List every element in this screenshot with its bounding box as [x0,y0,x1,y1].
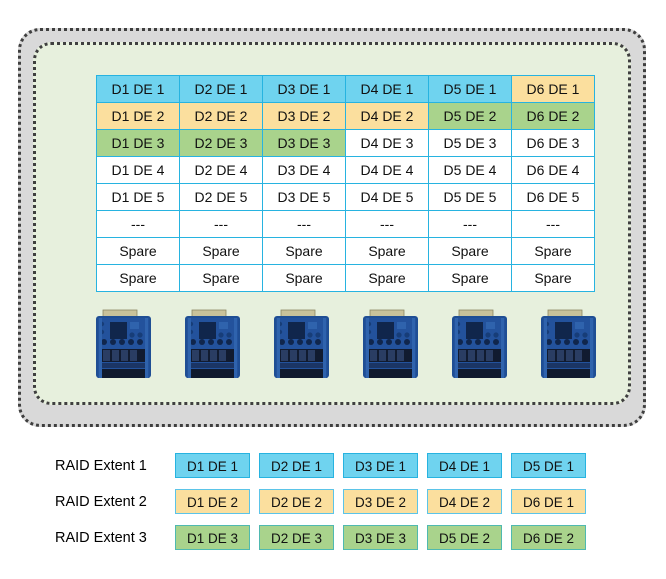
disk-extent-cell: D4 DE 3 [345,129,429,157]
disk-extent-cell: D4 DE 1 [345,75,429,103]
disk-extent-cell: D3 DE 1 [262,75,346,103]
disk-drive-icon [274,308,329,382]
raid-extent-cell: D6 DE 2 [511,525,586,550]
disk-grid-row: ------------------ [96,210,595,238]
raid-extent-cell: D3 DE 1 [343,453,418,478]
disk-extent-cell: Spare [345,237,429,265]
raid-extent-row: RAID Extent 1 D1 DE 1 D2 DE 1 D3 DE 1 D4 DE … [55,452,615,479]
disk-extent-cell: D5 DE 5 [428,183,512,211]
disk-extent-cell: --- [428,210,512,238]
raid-extent-cells: D1 DE 3 D2 DE 3 D3 DE 3 D5 DE 2 D6 DE 2 [175,525,586,550]
disk-extent-cell: D2 DE 5 [179,183,263,211]
raid-extent-label: RAID Extent 1 [55,457,147,474]
disk-extent-cell: Spare [511,264,595,292]
disk-extent-cell: D2 DE 4 [179,156,263,184]
raid-extent-label: RAID Extent 2 [55,493,147,510]
disk-extent-cell: Spare [428,237,512,265]
disk-extent-cell: D2 DE 3 [179,129,263,157]
disk-extent-cell: D5 DE 2 [428,102,512,130]
disk-extent-cell: D6 DE 1 [511,75,595,103]
disk-extent-cell: D1 DE 2 [96,102,180,130]
raid-extent-cell: D5 DE 1 [511,453,586,478]
raid-extent-cell: D4 DE 1 [427,453,502,478]
raid-extent-cells: D1 DE 1 D2 DE 1 D3 DE 1 D4 DE 1 D5 DE 1 [175,453,586,478]
raid-extent-cell: D3 DE 3 [343,525,418,550]
disk-extent-cell: D2 DE 1 [179,75,263,103]
disk-extent-cell: D4 DE 2 [345,102,429,130]
disk-extent-cell: --- [511,210,595,238]
raid-extent-cell: D5 DE 2 [427,525,502,550]
raid-extent-cell: D1 DE 1 [175,453,250,478]
disk-extent-cell: D5 DE 1 [428,75,512,103]
disk-extent-cell: D1 DE 3 [96,129,180,157]
disk-extent-cell: D2 DE 2 [179,102,263,130]
disk-extent-cell: Spare [96,264,180,292]
disk-extent-cell: Spare [428,264,512,292]
raid-extent-cell: D6 DE 1 [511,489,586,514]
disk-extent-cell: D6 DE 4 [511,156,595,184]
raid-extent-cell: D3 DE 2 [343,489,418,514]
disk-extent-cell: --- [179,210,263,238]
raid-extent-legend: RAID Extent 1 D1 DE 1 D2 DE 1 D3 DE 1 D4 DE … [55,452,615,560]
disk-extent-cell: D3 DE 2 [262,102,346,130]
disk-drive-row [96,308,596,388]
disk-drive-icon [96,308,151,382]
disk-extent-cell: --- [262,210,346,238]
disk-extent-cell: D6 DE 2 [511,102,595,130]
raid-extent-cell: D2 DE 3 [259,525,334,550]
disk-extent-cell: D3 DE 5 [262,183,346,211]
disk-extent-cell: --- [96,210,180,238]
disk-extent-cell: D4 DE 4 [345,156,429,184]
disk-drive-icon [452,308,507,382]
disk-extent-cell: --- [345,210,429,238]
raid-extent-cell: D1 DE 2 [175,489,250,514]
raid-extent-cell: D4 DE 2 [427,489,502,514]
disk-extent-cell: D1 DE 1 [96,75,180,103]
disk-extent-cell: Spare [511,237,595,265]
disk-drive-icon [185,308,240,382]
disk-extent-cell: D3 DE 3 [262,129,346,157]
disk-extent-cell: D5 DE 3 [428,129,512,157]
disk-extent-cell: Spare [179,264,263,292]
disk-extent-cell: Spare [179,237,263,265]
raid-extent-cell: D1 DE 3 [175,525,250,550]
disk-extent-cell: D1 DE 5 [96,183,180,211]
raid-extent-cell: D2 DE 1 [259,453,334,478]
raid-extent-cells: D1 DE 2 D2 DE 2 D3 DE 2 D4 DE 2 D6 DE 1 [175,489,586,514]
disk-extent-cell: D6 DE 3 [511,129,595,157]
raid-extent-row: RAID Extent 2 D1 DE 2 D2 DE 2 D3 DE 2 D4 DE … [55,488,615,515]
disk-extent-cell: D1 DE 4 [96,156,180,184]
disk-extent-cell: D4 DE 5 [345,183,429,211]
raid-extent-label: RAID Extent 3 [55,529,147,546]
disk-extent-cell: D5 DE 4 [428,156,512,184]
disk-extent-cell: Spare [345,264,429,292]
disk-extent-cell: Spare [262,264,346,292]
disk-extent-cell: D3 DE 4 [262,156,346,184]
disk-extent-cell: Spare [262,237,346,265]
disk-extent-cell: Spare [96,237,180,265]
disk-extent-cell: D6 DE 5 [511,183,595,211]
disk-drive-icon [363,308,418,382]
raid-extent-row: RAID Extent 3 D1 DE 3 D2 DE 3 D3 DE 3 D5 DE … [55,524,615,551]
raid-extent-cell: D2 DE 2 [259,489,334,514]
disk-drive-icon [541,308,596,382]
